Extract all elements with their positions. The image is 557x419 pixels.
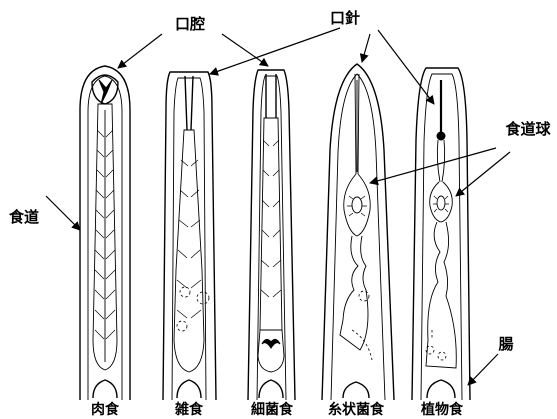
- label-median-bulb: 食道球: [505, 120, 551, 138]
- intestine-start: [177, 380, 201, 398]
- feeding-type-fungivorous: 糸状菌食: [328, 401, 385, 418]
- label-intestine: 腸: [498, 335, 513, 353]
- nematode-bacterivorous: [248, 70, 295, 400]
- feeding-type-plant-feeding: 植物食: [420, 401, 464, 418]
- median-bulb: [430, 182, 453, 222]
- median-bulb: [344, 174, 371, 236]
- intestine-start: [93, 380, 117, 398]
- feeding-type-carnivorous: 肉食: [91, 401, 120, 418]
- nematode-plant-feeding: [412, 68, 470, 400]
- intestine-start: [259, 380, 283, 398]
- label-buccal-cavity: 口腔: [175, 15, 205, 33]
- intestine-start: [427, 380, 455, 398]
- feeding-type-bacterivorous: 細菌食: [251, 401, 294, 418]
- esophagus-region: [258, 118, 284, 372]
- buccal-teeth-icon: [99, 80, 112, 104]
- esophagus-region: [174, 130, 204, 372]
- label-esophagus: 食道: [9, 208, 39, 226]
- basal-bulb-valve-icon: [262, 339, 280, 348]
- esophagus-hatching: [261, 140, 281, 297]
- nematode-omnivorous: [163, 72, 216, 400]
- feeding-type-omnivorous: 雑食: [174, 401, 204, 418]
- label-stylet: 口針: [330, 9, 360, 27]
- nematode-fungivorous: [322, 64, 394, 400]
- nematode-carnivorous: [80, 66, 130, 400]
- intestine-start: [343, 382, 369, 398]
- stylet-knob-icon: [437, 132, 445, 140]
